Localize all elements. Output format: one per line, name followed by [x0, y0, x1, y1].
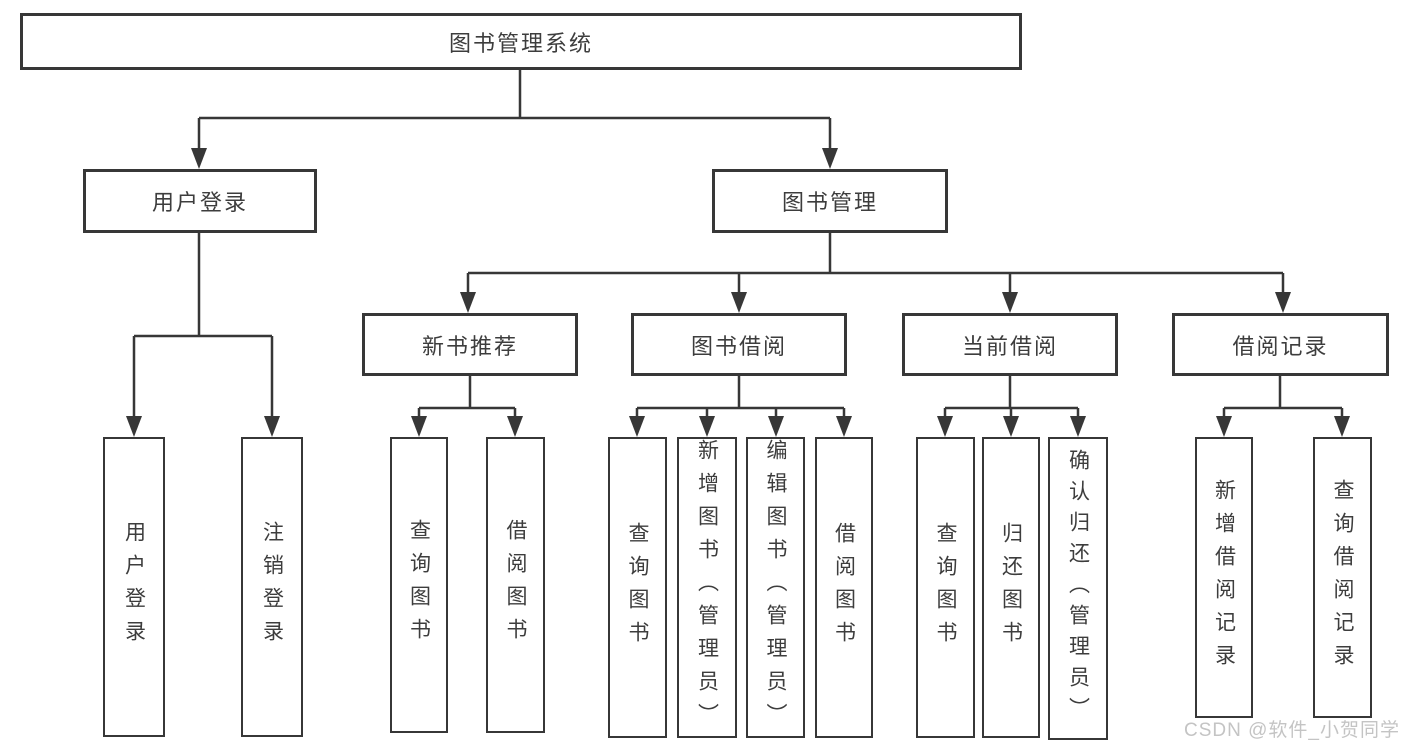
connector-new-books	[417, 376, 517, 432]
node-user-login-label: 用户登录	[151, 190, 248, 215]
node-book-management: 图书管理	[712, 169, 948, 233]
leaf-label: 查询借阅记录	[1331, 478, 1354, 677]
leaf-label: 借阅图书	[504, 519, 527, 651]
node-book-borrow-label: 图书借阅	[690, 333, 787, 359]
node-borrow-records: 借阅记录	[1172, 313, 1389, 376]
leaf-label: 查询图书	[934, 521, 957, 654]
leaf-borrow-books-1: 借阅图书	[486, 437, 545, 733]
csdn-watermark: CSDN @软件_小贺同学	[1184, 720, 1400, 741]
leaf-edit-books-admin: 编辑图书（管理员）	[746, 437, 805, 738]
leaf-borrow-books-2: 借阅图书	[815, 437, 873, 738]
connector-book-borrow	[635, 376, 846, 432]
leaf-label: 注销登录	[260, 521, 284, 653]
connector-borrow-records	[1222, 376, 1344, 432]
leaf-query-books-2: 查询图书	[608, 437, 667, 738]
node-book-borrow: 图书借阅	[631, 313, 847, 376]
node-root-label: 图书管理系统	[448, 30, 593, 56]
node-borrow-records-label: 借阅记录	[1232, 333, 1329, 359]
node-new-books-label: 新书推荐	[421, 333, 518, 359]
leaf-query-books-3: 查询图书	[916, 437, 975, 738]
arrowhead-icons	[126, 148, 1350, 437]
leaf-add-borrow-record: 新增借阅记录	[1195, 437, 1253, 718]
node-new-books: 新书推荐	[362, 313, 578, 376]
node-current-borrow: 当前借阅	[902, 313, 1118, 376]
leaf-user-login: 用户登录	[103, 437, 165, 737]
node-root: 图书管理系统	[20, 13, 1022, 70]
leaf-label: 新增图书（管理员）	[695, 439, 719, 736]
leaf-return-books: 归还图书	[982, 437, 1040, 738]
leaf-query-borrow-record: 查询借阅记录	[1313, 437, 1372, 718]
leaf-label: 确认归还（管理员）	[1066, 449, 1090, 728]
node-book-management-label: 图书管理	[781, 190, 878, 215]
leaf-confirm-return-admin: 确认归还（管理员）	[1048, 437, 1108, 740]
leaf-label: 新增借阅记录	[1212, 478, 1236, 677]
connector-book-management	[466, 233, 1285, 308]
connector-user-login	[132, 233, 274, 432]
leaf-label: 用户登录	[122, 521, 146, 653]
leaf-logout: 注销登录	[241, 437, 303, 737]
leaf-label: 归还图书	[999, 521, 1023, 654]
node-current-borrow-label: 当前借阅	[961, 333, 1058, 359]
leaf-label: 借阅图书	[832, 521, 856, 654]
leaf-add-books-admin: 新增图书（管理员）	[677, 437, 737, 738]
leaf-label: 编辑图书（管理员）	[764, 439, 787, 736]
node-user-login: 用户登录	[83, 169, 317, 233]
leaf-query-books-1: 查询图书	[390, 437, 448, 733]
leaf-label: 查询图书	[626, 521, 649, 654]
connector-root	[197, 70, 832, 164]
leaf-label: 查询图书	[407, 519, 431, 651]
